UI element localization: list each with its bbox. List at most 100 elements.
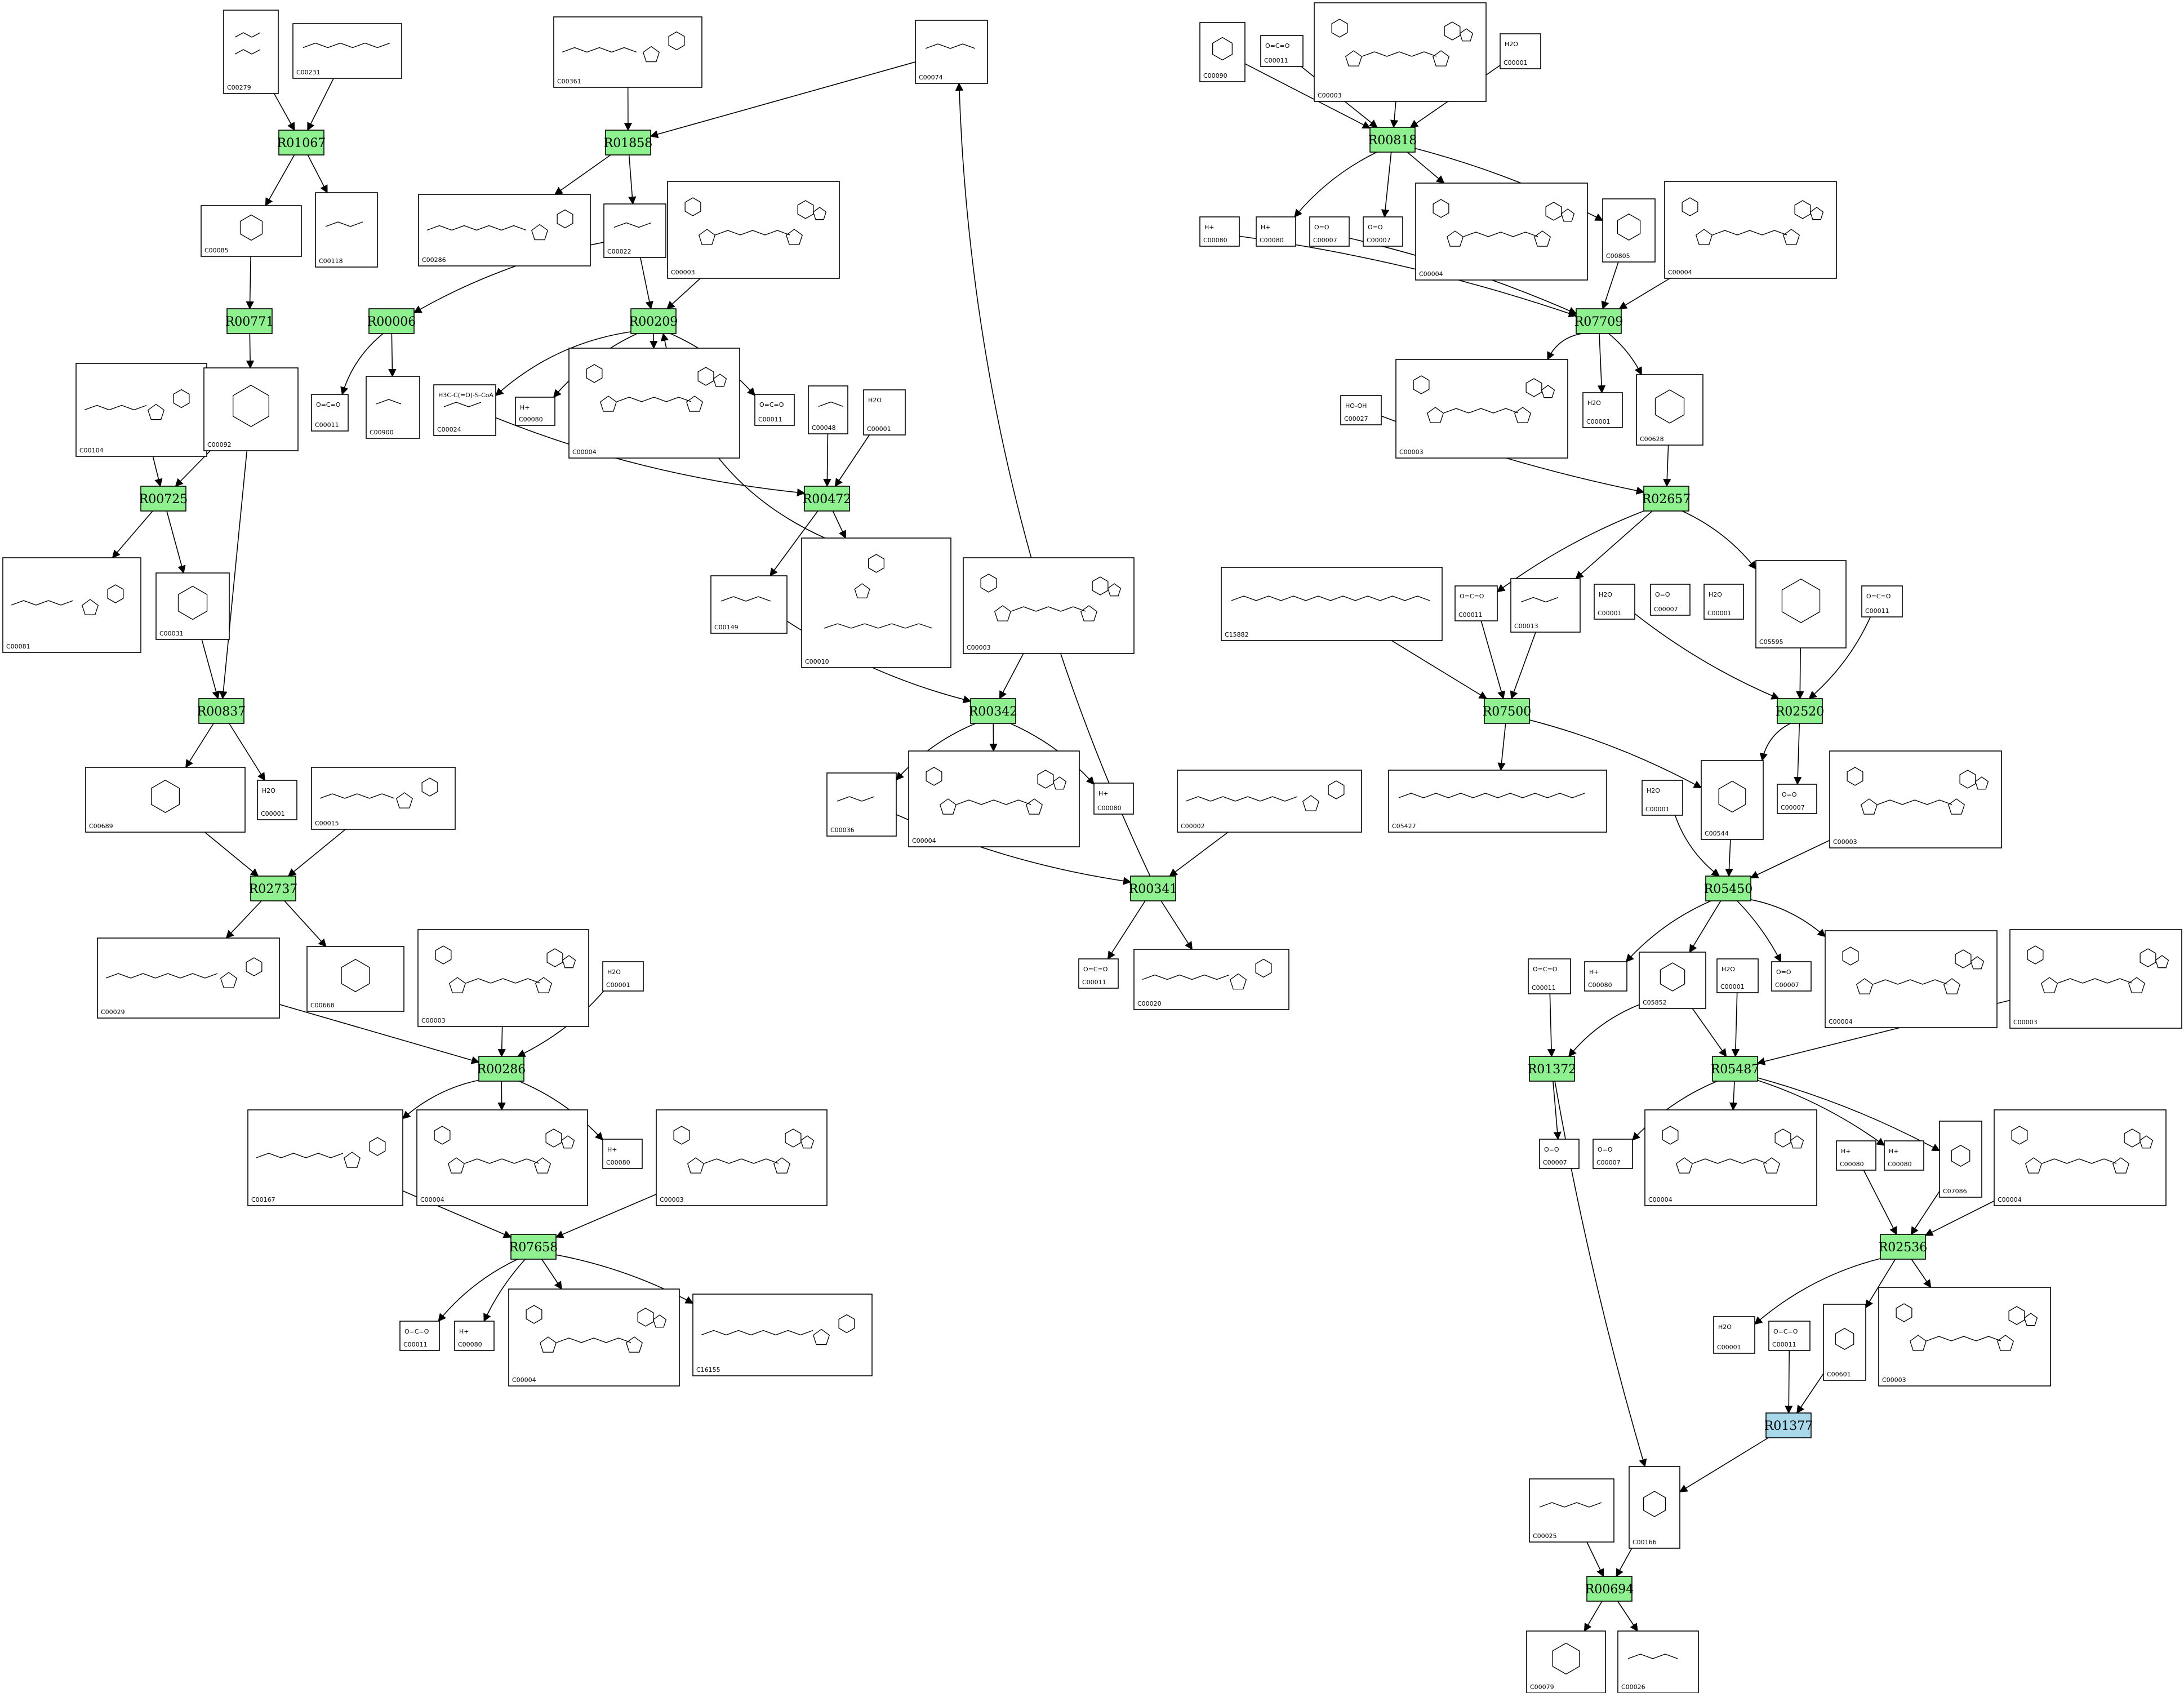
compound-node[interactable]: C05427 [1388,770,1607,833]
compound-node[interactable]: C00074 [915,20,988,84]
compound-node[interactable]: C00004 [1415,183,1588,281]
compound-node[interactable]: C05595 [1755,560,1847,648]
compound-node[interactable]: C00628 [1636,374,1703,446]
compound-node[interactable]: H+C00080 [1093,783,1134,815]
reaction-node[interactable]: R01067 [277,130,326,155]
reaction-node[interactable]: R00694 [1585,1576,1634,1602]
compound-node[interactable]: C00003 [656,1109,828,1206]
reaction-node[interactable]: R00286 [477,1056,526,1082]
compound-node[interactable]: C00004 [416,1109,588,1206]
compound-node[interactable]: C00004 [1644,1109,1817,1206]
compound-node[interactable]: C00025 [1529,1478,1614,1543]
compound-node[interactable]: C00026 [1617,1630,1699,1693]
reaction-node[interactable]: R00341 [1129,876,1178,901]
reaction-node[interactable]: R01372 [1528,1056,1577,1082]
compound-node[interactable]: C00279 [223,10,279,94]
reaction-node[interactable]: R00006 [367,308,416,334]
compound-node[interactable]: C00900 [366,376,420,439]
compound-node[interactable]: C00231 [292,23,402,79]
compound-node[interactable]: C00020 [1133,949,1289,1010]
compound-node[interactable]: C00004 [568,348,740,459]
compound-node[interactable]: H+C00080 [602,1139,643,1169]
compound-node[interactable]: C00079 [1526,1630,1606,1693]
compound-node[interactable]: H+C00080 [1884,1140,1924,1171]
compound-node[interactable]: C00104 [75,363,207,457]
compound-node[interactable]: C00004 [1664,181,1837,279]
compound-node[interactable]: C00003 [1878,1287,2051,1387]
reaction-node[interactable]: R00771 [225,308,274,334]
reaction-node[interactable]: R05487 [1711,1056,1760,1082]
compound-node[interactable]: C00004 [908,750,1080,847]
compound-node[interactable]: C00805 [1602,198,1656,263]
compound-node[interactable]: C00003 [1395,359,1568,459]
compound-node[interactable]: C00118 [315,192,378,268]
compound-node[interactable]: C00048 [808,385,848,434]
compound-node[interactable]: C00085 [201,205,302,257]
compound-node[interactable]: C00167 [247,1109,403,1206]
compound-node[interactable]: C00361 [553,16,702,88]
reaction-node[interactable]: R00209 [629,308,678,334]
compound-node[interactable]: C00029 [97,937,280,1019]
compound-node[interactable]: C00003 [2009,929,2182,1029]
reaction-node[interactable]: R02536 [1879,1234,1928,1260]
compound-node[interactable]: C16155 [692,1294,873,1376]
reaction-node[interactable]: R00725 [139,486,188,512]
compound-node[interactable]: H+C00080 [454,1321,495,1351]
reaction-node[interactable]: R07709 [1574,308,1623,334]
compound-node[interactable]: C00022 [603,203,666,258]
reaction-node[interactable]: R07500 [1483,698,1532,724]
compound-node[interactable]: H+C00080 [1836,1140,1876,1171]
compound-node[interactable]: C07086 [1939,1121,1982,1198]
compound-node[interactable]: C00004 [1825,930,1998,1028]
compound-node[interactable]: C00544 [1701,760,1764,840]
compound-node[interactable]: H+C00080 [1256,216,1296,247]
compound-node[interactable]: C00015 [311,767,456,830]
compound-node[interactable]: C00092 [203,367,299,451]
compound-node[interactable]: C00036 [826,772,897,837]
reaction-node[interactable]: R01377 [1764,1412,1813,1438]
compound-node[interactable]: C00601 [1823,1304,1866,1381]
compound-node[interactable]: H+C00080 [1584,961,1627,992]
compound-node[interactable]: C05852 [1639,952,1706,1009]
reaction-node[interactable]: R00342 [969,698,1018,724]
reaction-node[interactable]: R02657 [1642,486,1691,512]
compound-node[interactable]: C00668 [306,946,404,1012]
compound-node[interactable]: C00002 [1177,770,1362,833]
compound-node[interactable]: C00004 [1994,1109,2167,1206]
compound-node[interactable]: C00003 [667,181,840,279]
reaction-node[interactable]: R00472 [803,486,852,512]
reaction-node[interactable]: R00818 [1368,127,1417,153]
compound-node[interactable]: C00286 [418,194,591,266]
compound-node[interactable]: H+C00080 [515,397,555,426]
compound-node[interactable]: C00149 [710,575,788,634]
compound-node[interactable]: C00003 [1314,2,1487,102]
reaction-node[interactable]: R07658 [509,1234,558,1260]
compound-node[interactable]: C00031 [155,572,230,640]
compound-node[interactable]: C00003 [417,929,589,1027]
compound-node[interactable]: C00166 [1629,1466,1680,1549]
compound-node[interactable]: C00003 [1829,750,2002,848]
compound-node[interactable]: H+C00080 [1199,216,1240,247]
compound-node[interactable]: C00081 [2,557,141,653]
